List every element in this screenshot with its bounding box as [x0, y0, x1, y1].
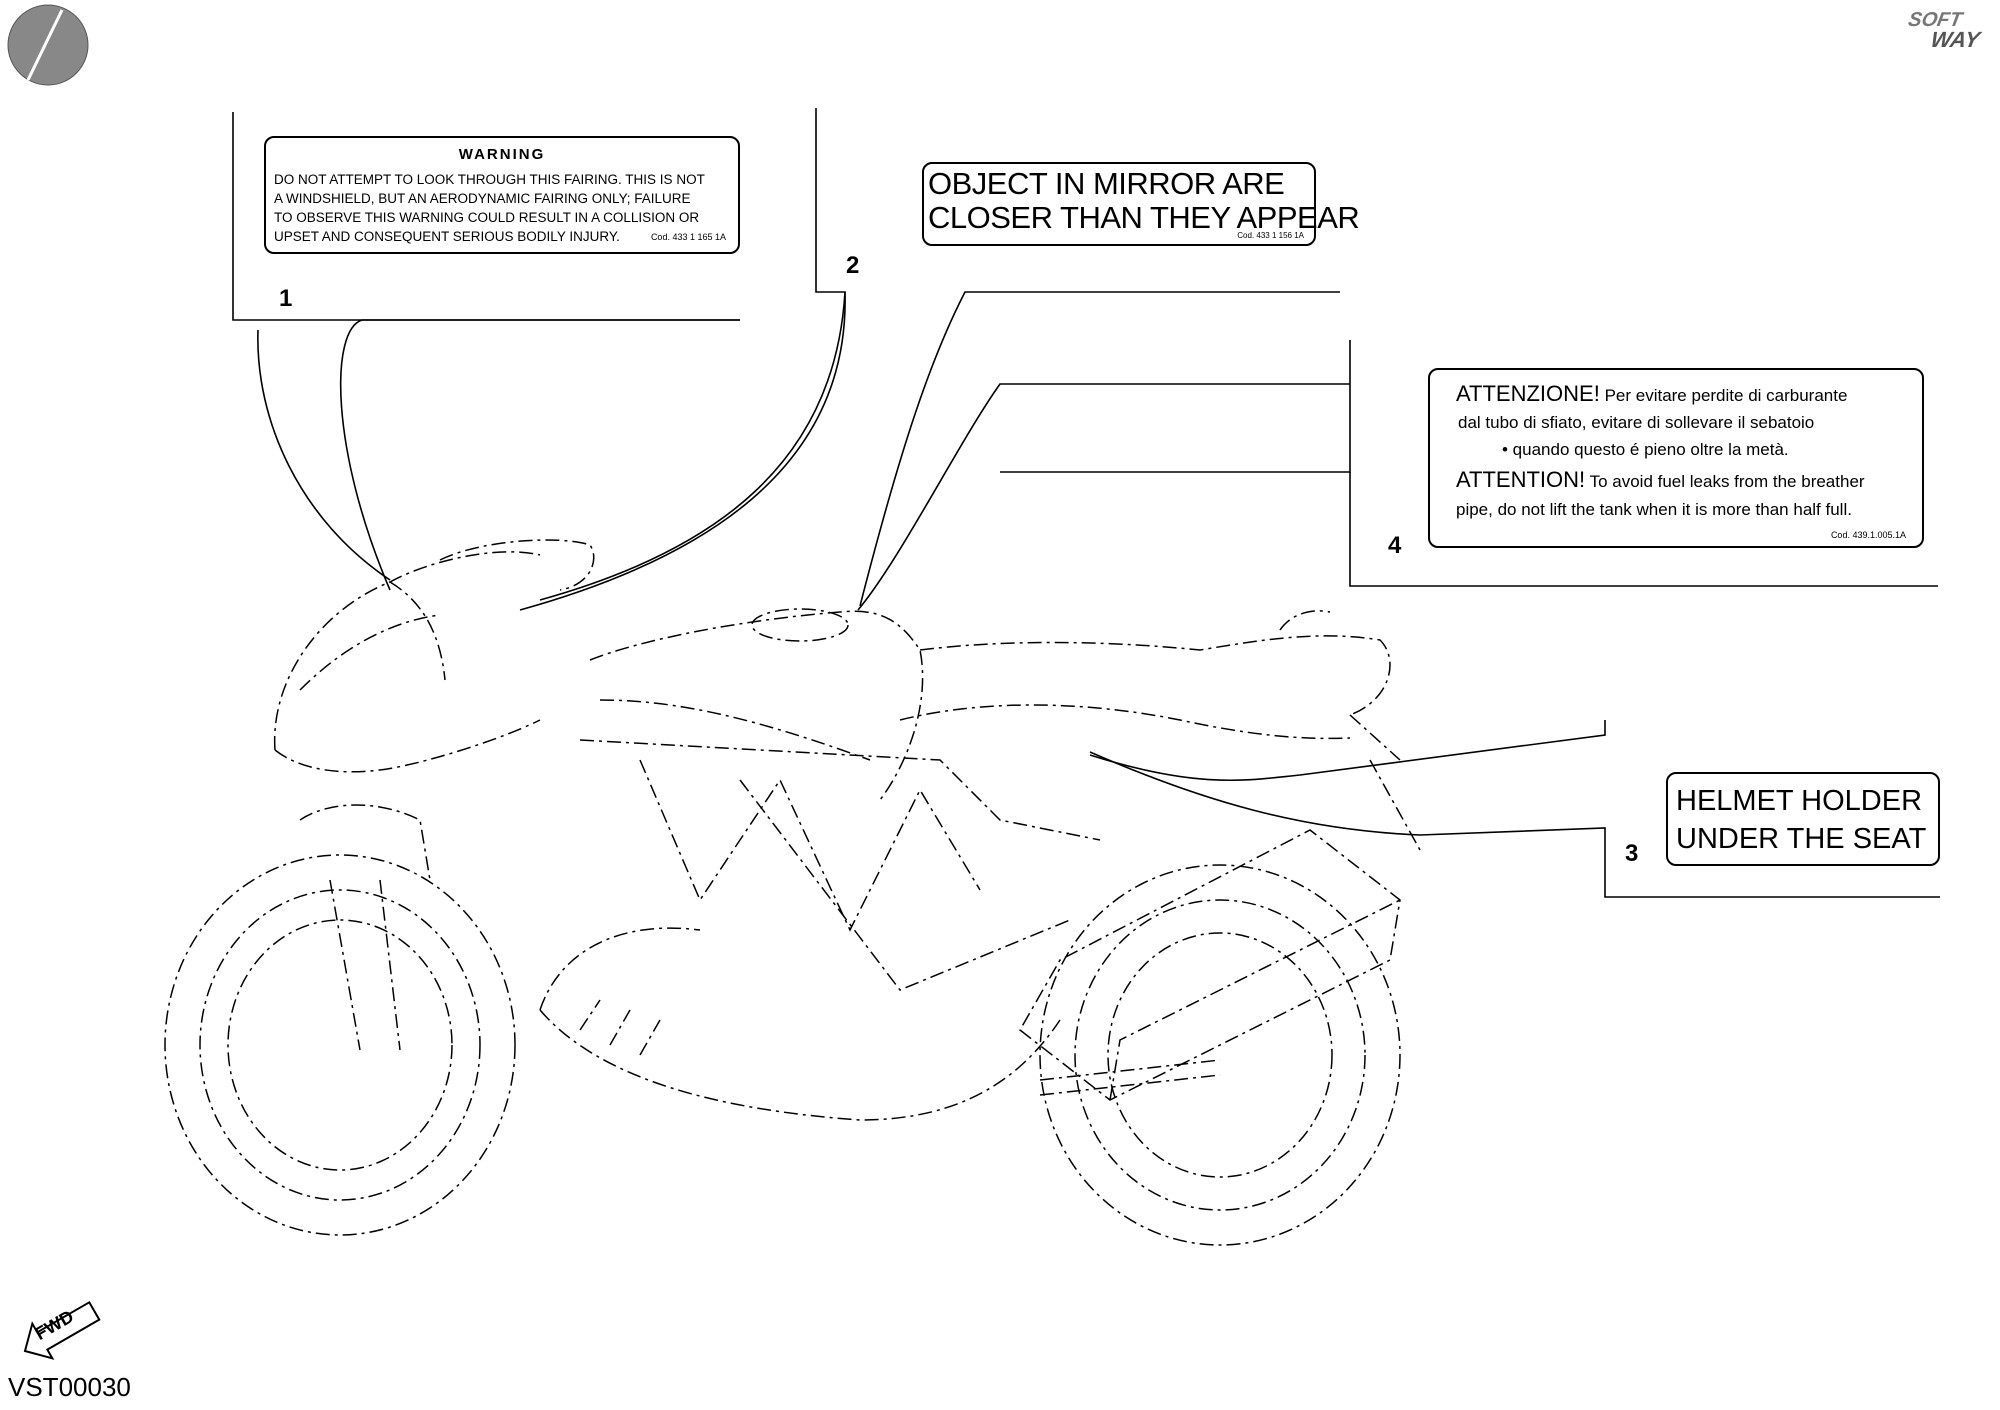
leader-curve-2b	[519, 291, 846, 611]
label-1-code: Cod. 433 1 165 1A	[650, 232, 726, 242]
label-2-line-1: OBJECT IN MIRROR ARE	[928, 166, 1285, 201]
label-3-helmet-holder: HELMET HOLDER UNDER THE SEAT	[1666, 772, 1940, 866]
label-4-attention: ATTENZIONE! Per evitare perdite di carbu…	[1428, 368, 1924, 548]
label-2-code: Cod. 433 1 156 1A	[1237, 231, 1304, 240]
label-4-en-line-1: To avoid fuel leaks from the breather	[1589, 472, 1865, 491]
leader-line-4b	[1349, 472, 1938, 587]
label-3-body: HELMET HOLDER UNDER THE SEAT	[1676, 782, 1926, 858]
label-2-number: 2	[846, 252, 860, 279]
leader-curve-tank	[857, 383, 1350, 611]
label-3-line-2: UNDER THE SEAT	[1676, 823, 1927, 855]
label-4-english: ATTENTION! To avoid fuel leaks from the …	[1456, 466, 1865, 524]
label-4-italian: ATTENZIONE! Per evitare perdite di carbu…	[1456, 380, 1847, 463]
label-3-number: 3	[1625, 840, 1639, 867]
label-1-line-2: A WINDSHIELD, BUT AN AERODYNAMIC FAIRING…	[274, 191, 691, 206]
label-1-number: 1	[279, 285, 293, 312]
label-1-line-1: DO NOT ATTEMPT TO LOOK THROUGH THIS FAIR…	[274, 172, 705, 187]
label-4-it-line-2: dal tubo di sfiato, evitare di sollevare…	[1458, 413, 1815, 432]
label-4-it-line-1: Per evitare perdite di carburante	[1604, 386, 1848, 405]
leader-line-3b	[1089, 751, 1940, 898]
label-1-body: DO NOT ATTEMPT TO LOOK THROUGH THIS FAIR…	[274, 170, 705, 246]
corner-logo-icon	[7, 4, 89, 86]
label-2-line-2: CLOSER THAN THEY APPEAR	[928, 200, 1360, 235]
label-2-body: OBJECT IN MIRROR ARE CLOSER THAN THEY AP…	[928, 166, 1360, 235]
figure-code: VST00030	[8, 1372, 131, 1402]
label-4-number: 4	[1388, 532, 1402, 559]
label-2-mirror: OBJECT IN MIRROR ARE CLOSER THAN THEY AP…	[922, 162, 1360, 246]
label-1-warning: WARNING DO NOT ATTEMPT TO LOOK THROUGH T…	[264, 136, 740, 254]
label-4-code: Cod. 439.1.005.1A	[1830, 530, 1906, 540]
softway-logo-line2: WAY	[1928, 27, 1982, 52]
leader-line-tank	[859, 291, 1340, 607]
motorcycle-outline	[164, 539, 1421, 1246]
leader-line-3	[1089, 720, 1606, 781]
softway-logo: SOFT WAY	[1898, 9, 1998, 58]
label-1-line-4: UPSET AND CONSEQUENT SERIOUS BODILY INJU…	[274, 229, 620, 244]
label-3-line-1: HELMET HOLDER	[1676, 785, 1923, 817]
label-4-en-line-2: pipe, do not lift the tank when it is mo…	[1456, 500, 1852, 519]
leader-curve-1a	[257, 329, 391, 581]
label-1-line-3: TO OBSERVE THIS WARNING COULD RESULT IN …	[274, 210, 700, 225]
leader-line-2	[539, 108, 846, 601]
fwd-arrow-icon	[23, 1300, 101, 1360]
label-4-en-heading: ATTENTION!	[1456, 467, 1586, 492]
label-4-it-line-3: • quando questo é pieno oltre la metà.	[1502, 440, 1789, 459]
leader-curve-1b	[339, 319, 740, 591]
leader-line-4	[1000, 340, 1351, 473]
label-1-heading: WARNING	[458, 146, 546, 163]
label-4-it-heading: ATTENZIONE!	[1456, 381, 1600, 406]
